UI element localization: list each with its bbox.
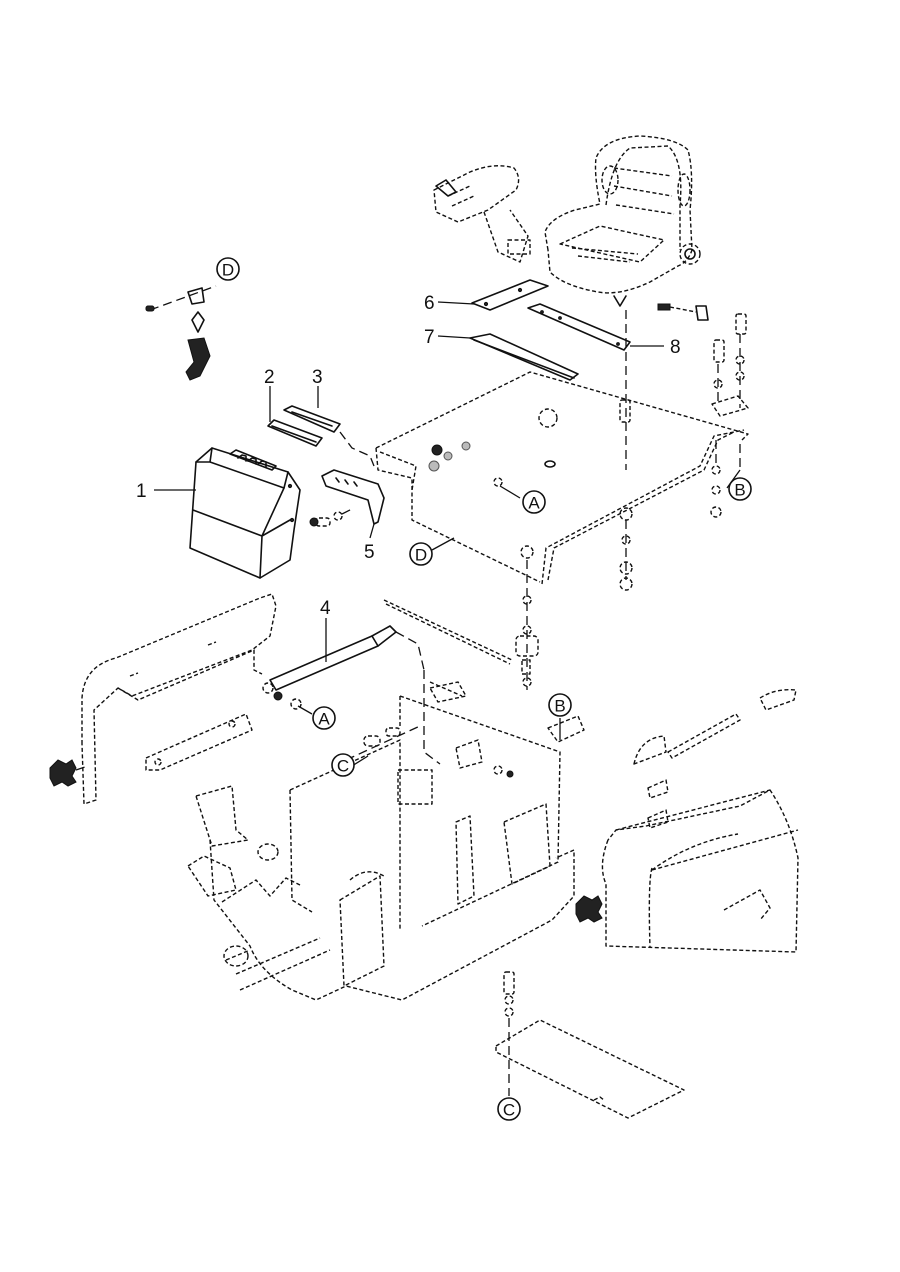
- cover-screw: [309, 507, 355, 527]
- part-5-bracket: [321, 469, 385, 525]
- right-grab-handle: [633, 688, 797, 829]
- part-callouts: 1 2 3 4 5 6 7 8: [136, 293, 681, 619]
- ref-marker-B-right: B: [728, 477, 752, 501]
- svg-text:D: D: [415, 546, 427, 565]
- ref-marker-D-top: D: [216, 257, 240, 281]
- threaded-rod: [383, 599, 513, 665]
- svg-text:C: C: [503, 1101, 515, 1120]
- left-side-cover: [81, 593, 277, 805]
- part-4-gas-strut: [262, 625, 425, 710]
- reference-markers: D A B D A B C C: [216, 257, 752, 1121]
- part-1-control-cover: [189, 447, 301, 579]
- callout-6: 6: [424, 293, 435, 314]
- svg-text:A: A: [528, 494, 540, 513]
- callout-7: 7: [424, 327, 435, 348]
- callout-5: 5: [364, 542, 375, 563]
- seat-switch-connector: [657, 303, 709, 321]
- part-8-rail: [527, 303, 631, 351]
- seat-mounting-plate: [375, 371, 749, 585]
- armrest-control-console: [433, 165, 531, 263]
- callout-4: 4: [320, 598, 331, 619]
- part-3-pad: [283, 405, 341, 433]
- cover-knob-left: [49, 759, 89, 787]
- ref-marker-C-bottom: C: [497, 1097, 521, 1121]
- latch-assembly: [145, 285, 217, 381]
- floor-access-plate: [495, 971, 685, 1119]
- assembly-line-3: [339, 431, 375, 467]
- svg-text:A: A: [318, 710, 330, 729]
- callout-2: 2: [264, 367, 275, 388]
- part-7-rail: [469, 333, 579, 381]
- callout-1: 1: [136, 481, 147, 502]
- callout-8: 8: [670, 337, 681, 358]
- part-2-pad: [267, 419, 323, 447]
- ref-marker-A-plate: A: [522, 490, 546, 514]
- right-mount-hardware: [710, 313, 749, 518]
- cover-knob-right: [575, 895, 603, 923]
- ref-marker-A-strut: A: [312, 706, 336, 730]
- svg-text:D: D: [222, 261, 234, 280]
- isolator-mount-stack: [515, 310, 633, 690]
- svg-text:B: B: [554, 697, 565, 716]
- callout-3: 3: [312, 367, 323, 388]
- leader-lines: [154, 301, 741, 1096]
- part-6-bracket: [471, 279, 549, 311]
- svg-text:B: B: [734, 481, 745, 500]
- right-side-cover: [601, 789, 799, 953]
- operator-seat: [544, 135, 701, 307]
- main-chassis-frame: [187, 670, 585, 1001]
- ref-marker-B-frame: B: [548, 693, 572, 717]
- svg-text:C: C: [337, 757, 349, 776]
- ref-marker-D-plate: D: [409, 542, 433, 566]
- ref-marker-C-frame: C: [331, 753, 355, 777]
